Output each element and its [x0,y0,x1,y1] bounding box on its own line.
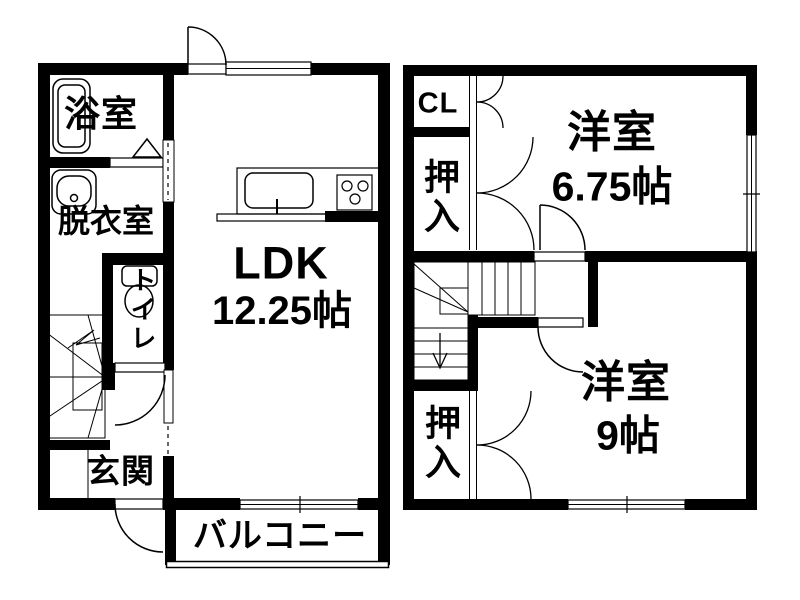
room-label-dressing: 脱衣室 [57,203,155,239]
room-label-western2-size: 9帖 [596,412,660,459]
room-label-ldk: LDK [233,237,329,289]
floor2-outer-walls [403,65,757,510]
stove-icon [336,174,373,211]
floor1-openings [109,61,359,513]
stairs-cut-line [67,329,101,349]
floor1-outer-walls [38,63,390,510]
room-label-oshiire-upper: 押入 [419,158,460,236]
room-label-western2: 洋室 [581,358,671,407]
floor1-interior-walls [38,63,390,510]
stairs-down-arrow [432,333,448,370]
bathtub-icon [52,78,91,154]
washbasin-icon [51,169,97,215]
balcony-window [239,496,359,513]
room-label-western1: 洋室 [567,108,657,157]
floor2-closet-doors [469,75,535,500]
room-label-western1-size: 6.75帖 [551,163,673,210]
room-label-bath: 浴室 [63,93,139,134]
room-label-entrance: 玄関 [87,452,155,490]
room2-bottom-window [567,496,686,513]
room-label-balcony: バルコニー [192,517,368,555]
floor2-windows [533,134,760,513]
room-label-toilet: トイレ [127,266,157,354]
room-label-ldk-size: 12.25帖 [211,289,353,333]
toilet-icon [121,265,158,318]
room-label-closet: CL [417,87,459,120]
floor1-stairs [44,314,106,439]
kitchen-counter-icon [216,167,381,222]
room1-side-window [743,134,760,253]
floor2-room-doors [537,204,586,373]
room-label-oshiire-lower: 押入 [420,404,461,482]
floor2-stairs [413,261,536,381]
balcony-walls [165,510,390,569]
floor1-doors [87,26,227,553]
floor2-interior-walls [403,127,757,391]
